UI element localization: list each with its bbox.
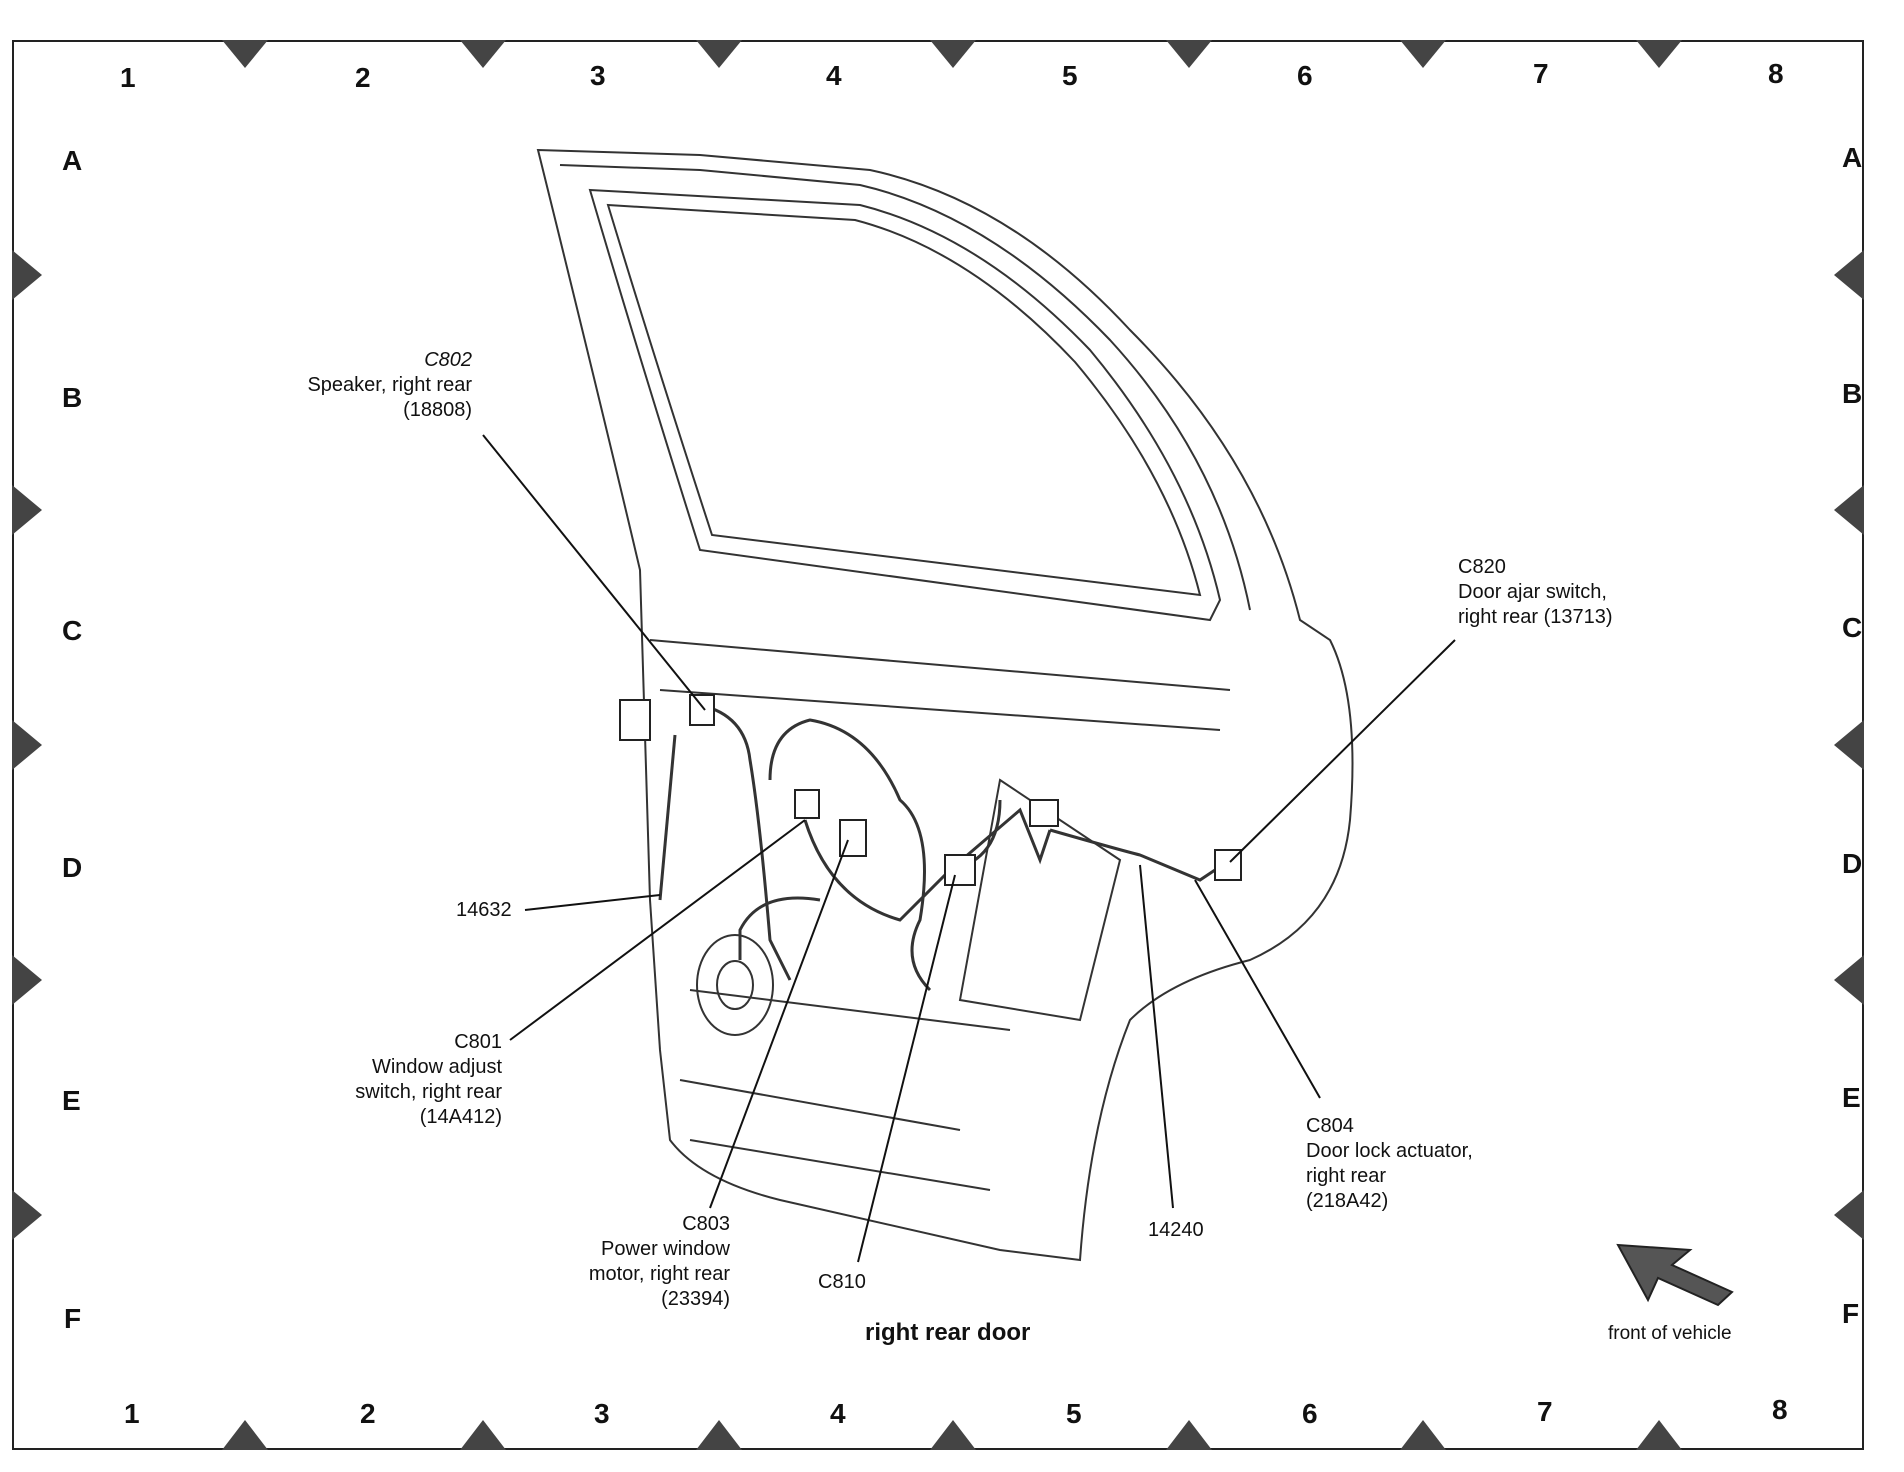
callout-c801-desc-2: switch, right rear [355, 1081, 502, 1103]
callout-c802-part: (18808) [403, 399, 472, 421]
callout-c803: C803 Power window motor, right rear (233… [540, 1212, 730, 1312]
callout-c802: C802 Speaker, right rear (18808) [270, 348, 472, 423]
grid-col-7-top: 7 [1533, 58, 1549, 89]
callout-c804-desc-2: right rear [1306, 1165, 1387, 1187]
grid-col-6-top: 6 [1297, 60, 1313, 91]
grid-col-2-top: 2 [355, 62, 371, 93]
grid-col-5-top: 5 [1062, 60, 1078, 91]
grid-col-7-bottom: 7 [1537, 1396, 1553, 1427]
callout-c820-desc: Door ajar switch, [1458, 581, 1607, 603]
callout-c820-part: right rear (13713) [1458, 606, 1613, 628]
border-markers [12, 40, 1864, 1450]
grid-row-a-left: A [62, 145, 83, 176]
grid-col-8-top: 8 [1768, 58, 1784, 89]
grid-row-d-right: D [1842, 848, 1863, 879]
grid-col-5-bottom: 5 [1066, 1398, 1082, 1429]
callout-14240: 14240 [1148, 1219, 1204, 1241]
grid-col-3-bottom: 3 [594, 1398, 610, 1429]
diagram-title: right rear door [865, 1319, 1031, 1346]
front-of-vehicle-label: front of vehicle [1608, 1323, 1732, 1344]
callout-c801: C801 Window adjust switch, right rear (1… [300, 1030, 502, 1130]
grid-row-c-left: C [62, 615, 83, 646]
callout-c803-desc-1: Power window [601, 1238, 730, 1260]
callout-c803-id: C803 [682, 1213, 730, 1235]
wiring-harness [658, 703, 1231, 992]
grid-col-8-bottom: 8 [1772, 1394, 1788, 1425]
callout-c810: C810 [818, 1271, 866, 1293]
grid-row-e-right: E [1842, 1082, 1861, 1113]
grid-row-b-left: B [62, 382, 83, 413]
grid-col-4-top: 4 [826, 60, 842, 91]
callout-c803-desc-2: motor, right rear [588, 1263, 730, 1285]
leader-lines [482, 434, 1456, 1263]
callout-c801-part: (14A412) [419, 1106, 502, 1128]
grid-col-4-bottom: 4 [830, 1398, 846, 1429]
arrow-left-up-icon [1616, 1243, 1734, 1307]
grid-row-c-right: C [1842, 612, 1863, 643]
callout-c803-part: (23394) [661, 1288, 730, 1310]
grid-row-d-left: D [62, 852, 83, 883]
callout-14632: 14632 [456, 899, 512, 921]
grid-col-1-top: 1 [120, 62, 136, 93]
grid-row-b-right: B [1842, 378, 1863, 409]
grid-col-6-bottom: 6 [1302, 1398, 1318, 1429]
connectors [619, 694, 1242, 886]
callout-c802-desc: Speaker, right rear [307, 374, 472, 396]
callout-c804-part: (218A42) [1306, 1190, 1389, 1212]
callout-c804: C804 Door lock actuator, right rear (218… [1306, 1114, 1473, 1214]
grid-col-1-bottom: 1 [124, 1398, 140, 1429]
callout-c802-id: C802 [424, 349, 472, 371]
speaker-icon [696, 934, 774, 1036]
grid-row-a-right: A [1842, 142, 1863, 173]
grid-row-f-right: F [1842, 1298, 1860, 1329]
grid-col-3-top: 3 [590, 60, 606, 91]
callout-c804-desc-1: Door lock actuator, [1306, 1140, 1473, 1162]
callout-c801-desc-1: Window adjust [371, 1056, 502, 1078]
door-outline [536, 148, 1354, 1262]
callout-c820-id: C820 [1458, 556, 1506, 578]
grid-row-e-left: E [62, 1085, 81, 1116]
callout-c804-id: C804 [1306, 1115, 1354, 1137]
callout-c801-id: C801 [454, 1031, 502, 1053]
grid-row-f-left: F [64, 1303, 82, 1334]
callout-c820: C820 Door ajar switch, right rear (13713… [1458, 555, 1613, 630]
grid-col-2-bottom: 2 [360, 1398, 376, 1429]
